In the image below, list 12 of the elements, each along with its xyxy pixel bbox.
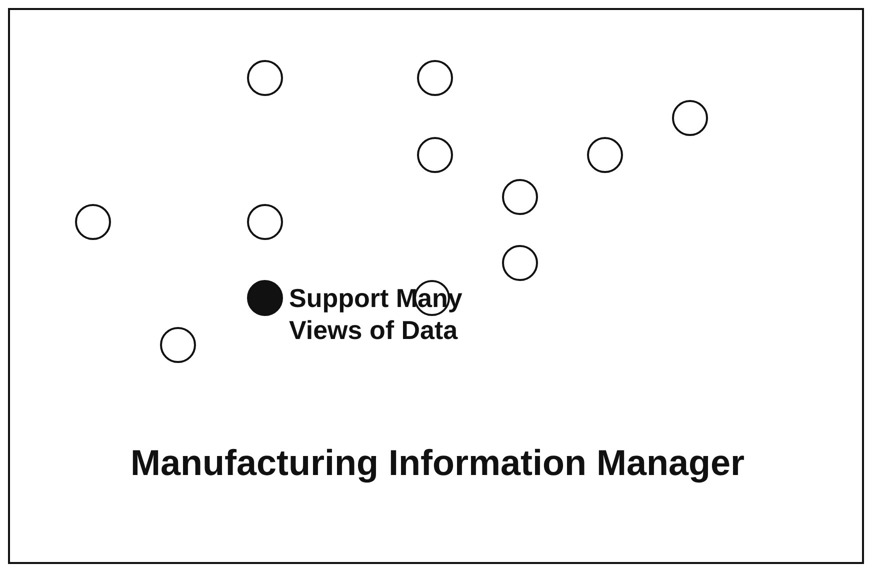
circle-marker <box>502 179 538 215</box>
circle-marker <box>160 327 196 363</box>
circle-marker <box>417 60 453 96</box>
circle-marker <box>75 204 111 240</box>
circle-marker <box>587 137 623 173</box>
circle-marker <box>502 245 538 281</box>
diagram-title: Manufacturing Information Manager <box>129 442 746 484</box>
circle-marker <box>247 204 283 240</box>
circle-marker <box>247 60 283 96</box>
circle-marker <box>672 100 708 136</box>
circle-marker <box>417 137 453 173</box>
bullet-dot <box>247 280 283 316</box>
